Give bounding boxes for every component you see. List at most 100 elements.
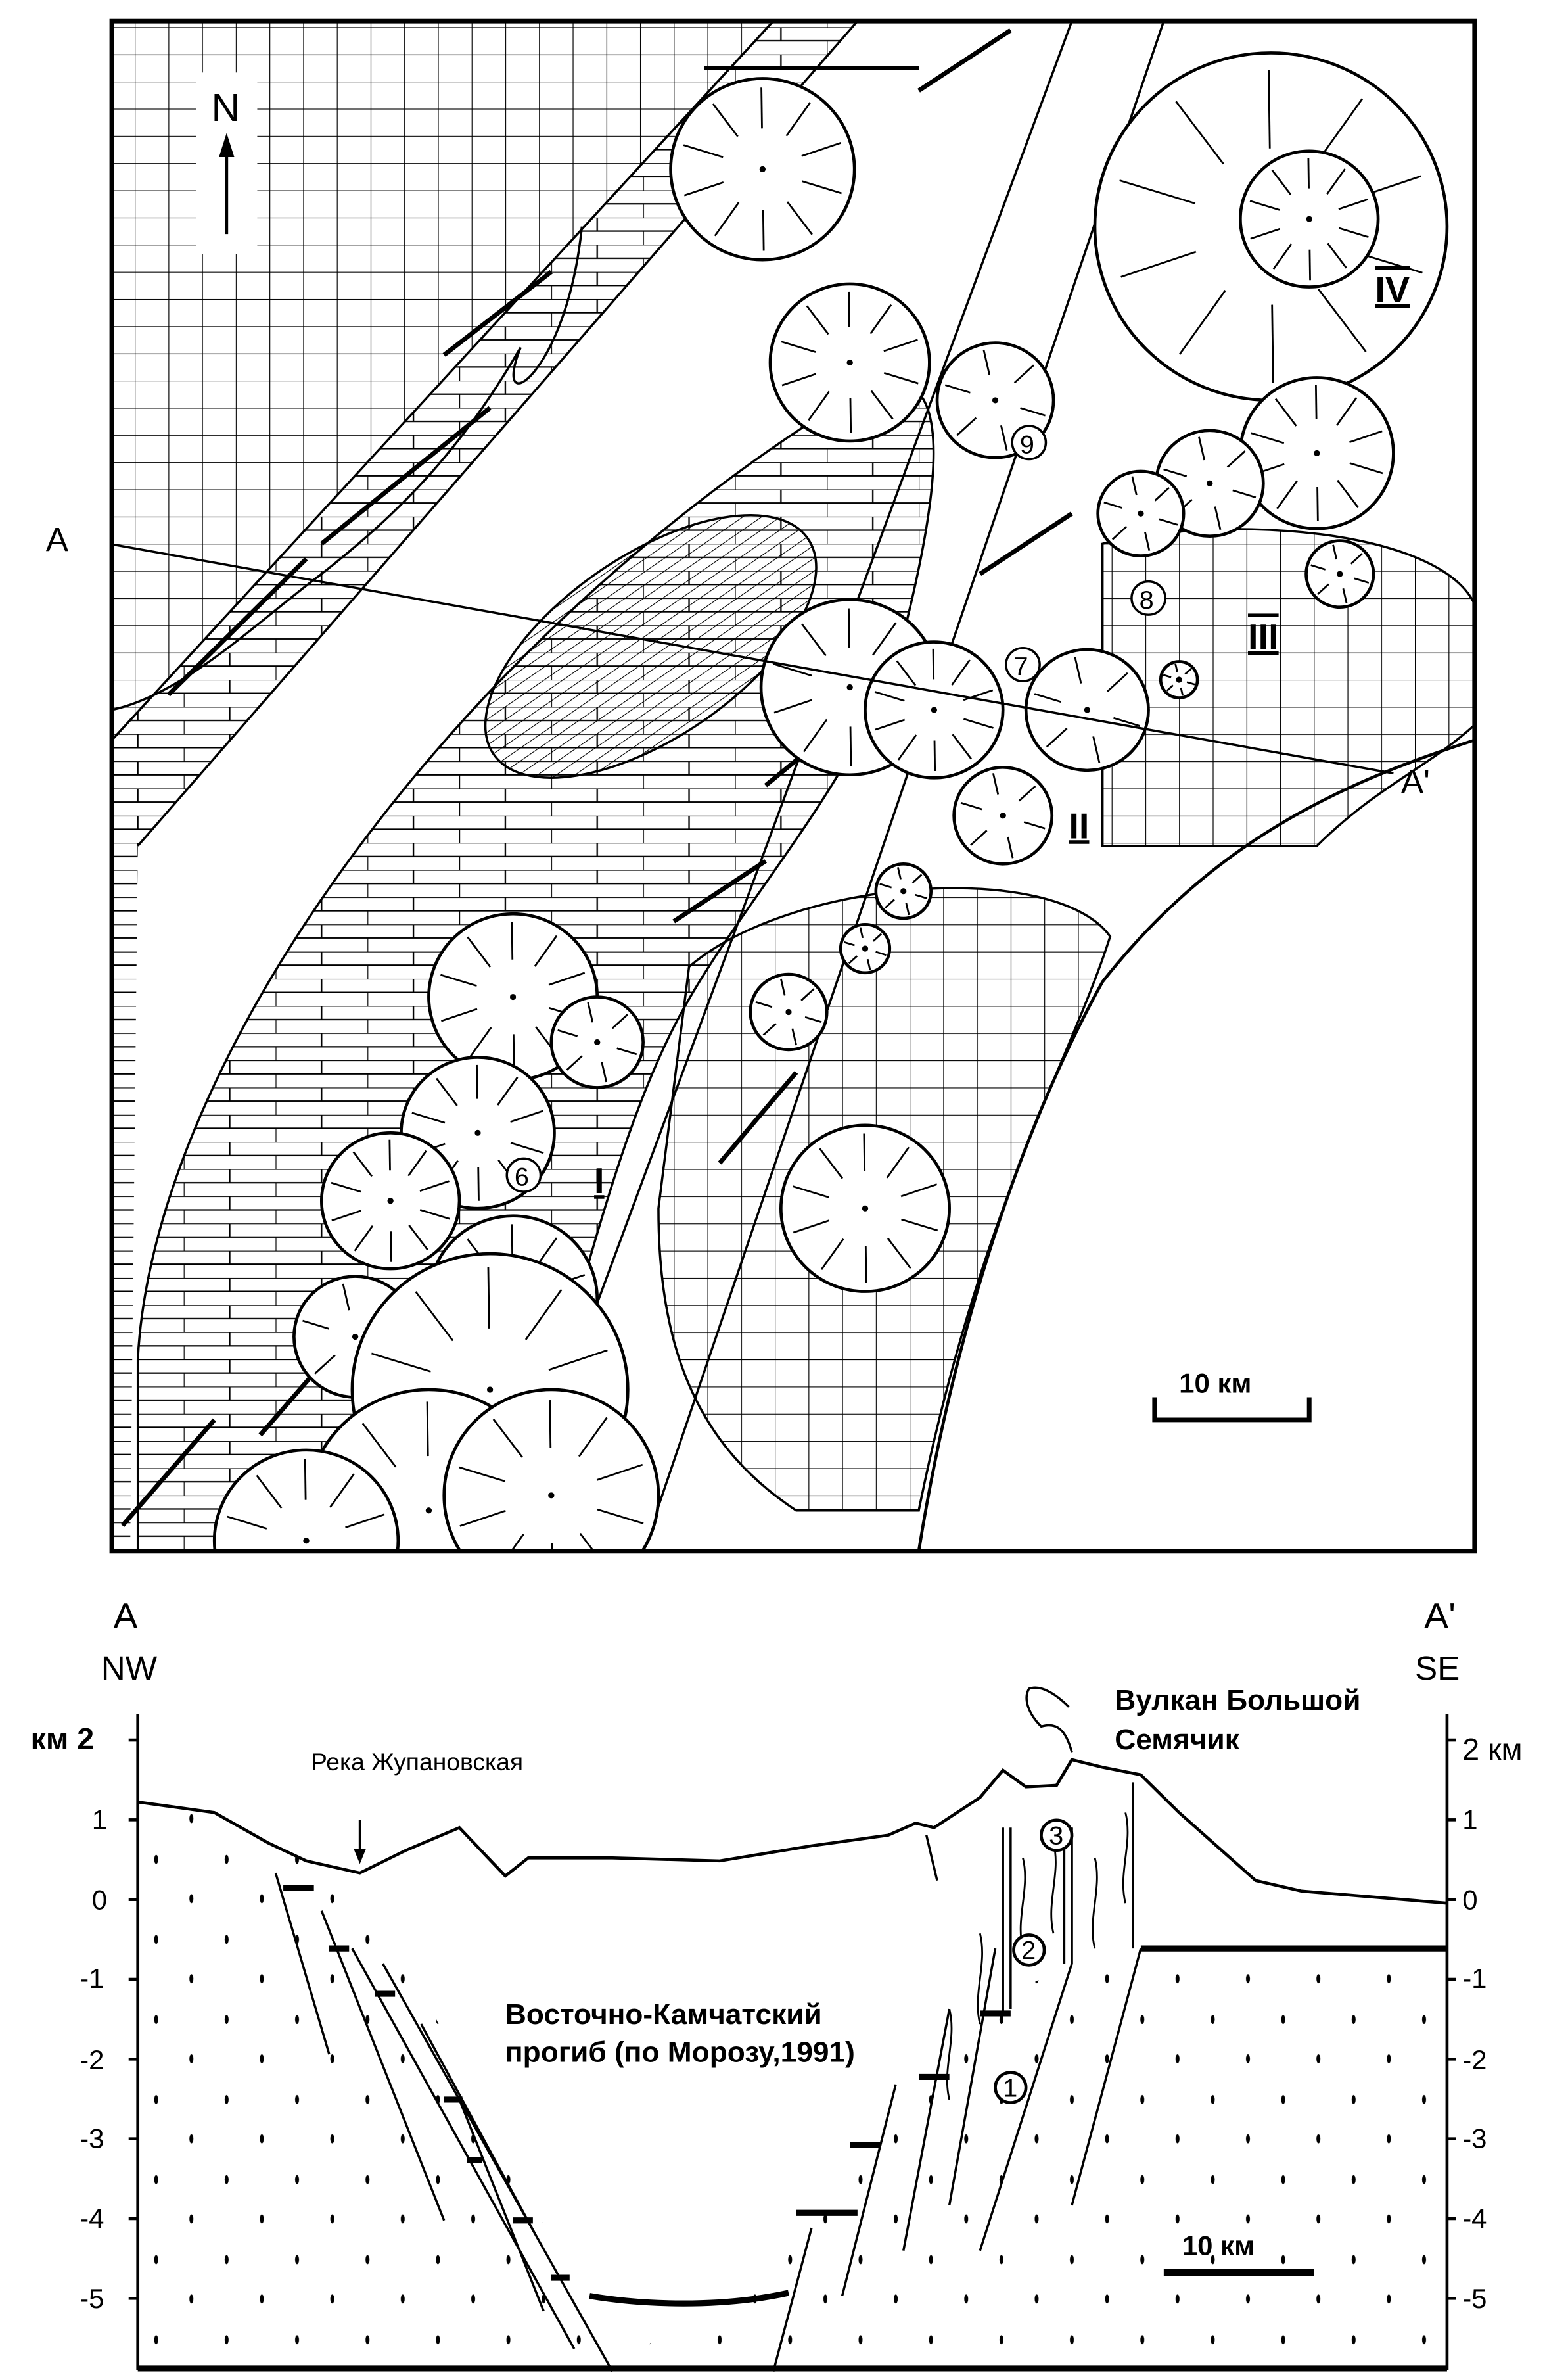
cone-radial-line [683, 144, 724, 158]
cone-radial-line [1350, 553, 1363, 565]
section-start-label: A [113, 1595, 137, 1636]
cone-radial-line [578, 1417, 608, 1457]
crater-dot [931, 707, 938, 713]
cone-radial-line [956, 417, 977, 436]
cross-section: 1 2 3 км 2 1 0 -1 -2 -3 -4 -5 2 км 1 0 -… [31, 1595, 1522, 2372]
cone-radial-line [1166, 684, 1174, 692]
svg-text:9: 9 [1020, 431, 1034, 459]
cone-radial-line [773, 699, 813, 714]
cone-radial-line [866, 958, 871, 970]
cone-radial-line [781, 373, 817, 387]
cone-radial-line [1131, 476, 1138, 496]
cone-radial-line [982, 349, 991, 375]
svg-text:1: 1 [1003, 2074, 1017, 2103]
cone-radial-line [901, 1218, 938, 1232]
cone-radial-line [781, 341, 816, 353]
section-end-direction: SE [1415, 1649, 1460, 1687]
svg-text:3: 3 [1049, 1822, 1063, 1850]
right-tick: 0 [1462, 1885, 1477, 1916]
profile-line [112, 543, 1394, 775]
left-tick: 1 [92, 1804, 107, 1835]
crater-dot [1314, 450, 1320, 456]
cone-radial-line [557, 1029, 578, 1037]
cone-radial-line [870, 390, 894, 420]
axis-ticks [128, 1738, 1456, 2300]
cone-radial-line [601, 1062, 608, 1083]
fault-lines-section [274, 1835, 1142, 2372]
crater-dot [486, 1386, 494, 1393]
cone-radial-line [1007, 836, 1014, 859]
cone-radial-line [1271, 304, 1274, 383]
cone-radial-line [611, 1014, 628, 1029]
crater-dot [1176, 676, 1182, 683]
cone-radial-line [1310, 564, 1326, 571]
cone-radial-line [897, 734, 917, 761]
cone-radial-line [407, 1150, 427, 1177]
cone-radial-line [1307, 158, 1310, 189]
group-label-1: I [594, 1161, 605, 1202]
cone-radial-line [411, 1112, 446, 1124]
cone-radial-line [1113, 717, 1140, 727]
cone-radial-line [863, 1133, 866, 1171]
crater-dot [846, 684, 853, 691]
right-tick: -5 [1462, 2283, 1487, 2314]
dotted-basement-right [620, 1948, 1447, 2372]
cone-radial-line [970, 830, 988, 846]
right-axis-labels: 2 км 1 0 -1 -2 -3 -4 -5 [1462, 1732, 1522, 2314]
cone-radial-line [361, 1423, 397, 1468]
crater-dot [862, 1205, 869, 1212]
cone-radial-line [477, 1167, 480, 1201]
cone-radial-line [596, 1463, 643, 1481]
cone-radial-line [1018, 785, 1036, 802]
cone-radial-line [510, 1534, 524, 1551]
cone-radial-line [1226, 450, 1246, 468]
cone-radial-line [587, 1002, 594, 1023]
north-arrow-icon [219, 133, 235, 235]
cone-radial-line [597, 1508, 644, 1524]
cone-radial-line [1337, 479, 1359, 508]
cone-radial-line [365, 1555, 397, 1599]
cone-radial-line [415, 1291, 454, 1342]
cone-radial-line [945, 384, 971, 394]
section-end-label: A' [1424, 1595, 1456, 1636]
svg-text:6: 6 [515, 1163, 529, 1192]
cone-radial-line [849, 398, 852, 434]
cone-radial-line [259, 1574, 283, 1607]
cone-radial-line [872, 933, 883, 942]
cone-radial-line [1232, 489, 1257, 498]
svg-text:10 км: 10 км [1182, 2230, 1255, 2261]
left-tick: -2 [80, 2044, 104, 2075]
left-tick: -3 [80, 2123, 104, 2154]
left-tick: -5 [80, 2283, 104, 2314]
cone-radial-line [1163, 468, 1188, 477]
cone-radial-line [1103, 501, 1123, 509]
svg-text:10 км: 10 км [1179, 1368, 1251, 1399]
cone-radial-line [800, 988, 815, 1001]
cone-radial-line [1159, 518, 1178, 526]
cone-radial-line [459, 1466, 506, 1482]
surface-profile [137, 1758, 1448, 1905]
cone-radial-line [346, 1553, 385, 1565]
cone-radial-line [1332, 544, 1338, 560]
right-tick: -1 [1462, 1963, 1487, 1994]
cone-radial-line [820, 1238, 844, 1270]
crater-dot [548, 1492, 555, 1499]
crater-dot [1207, 480, 1213, 486]
cone-radial-line [960, 801, 982, 811]
cone-radial-line [885, 899, 895, 908]
cone-radial-line [1074, 656, 1082, 684]
cone-radial-line [419, 1180, 450, 1192]
cone-radial-line [426, 1401, 429, 1457]
river-line [112, 226, 584, 711]
cone-radial-line [1186, 681, 1195, 686]
cone-radial-line [1349, 430, 1383, 443]
group-label-4: IV [1375, 270, 1410, 310]
volcano-cones [212, 51, 1449, 1607]
left-tick: -1 [80, 1963, 104, 1994]
profile-start-label: A [46, 521, 68, 559]
cone-radial-line [804, 1016, 822, 1024]
cone-radial-line [886, 1146, 910, 1179]
cone-radial-line [524, 1289, 563, 1340]
cone-radial-line [408, 1225, 428, 1251]
north-label: N [212, 85, 241, 130]
